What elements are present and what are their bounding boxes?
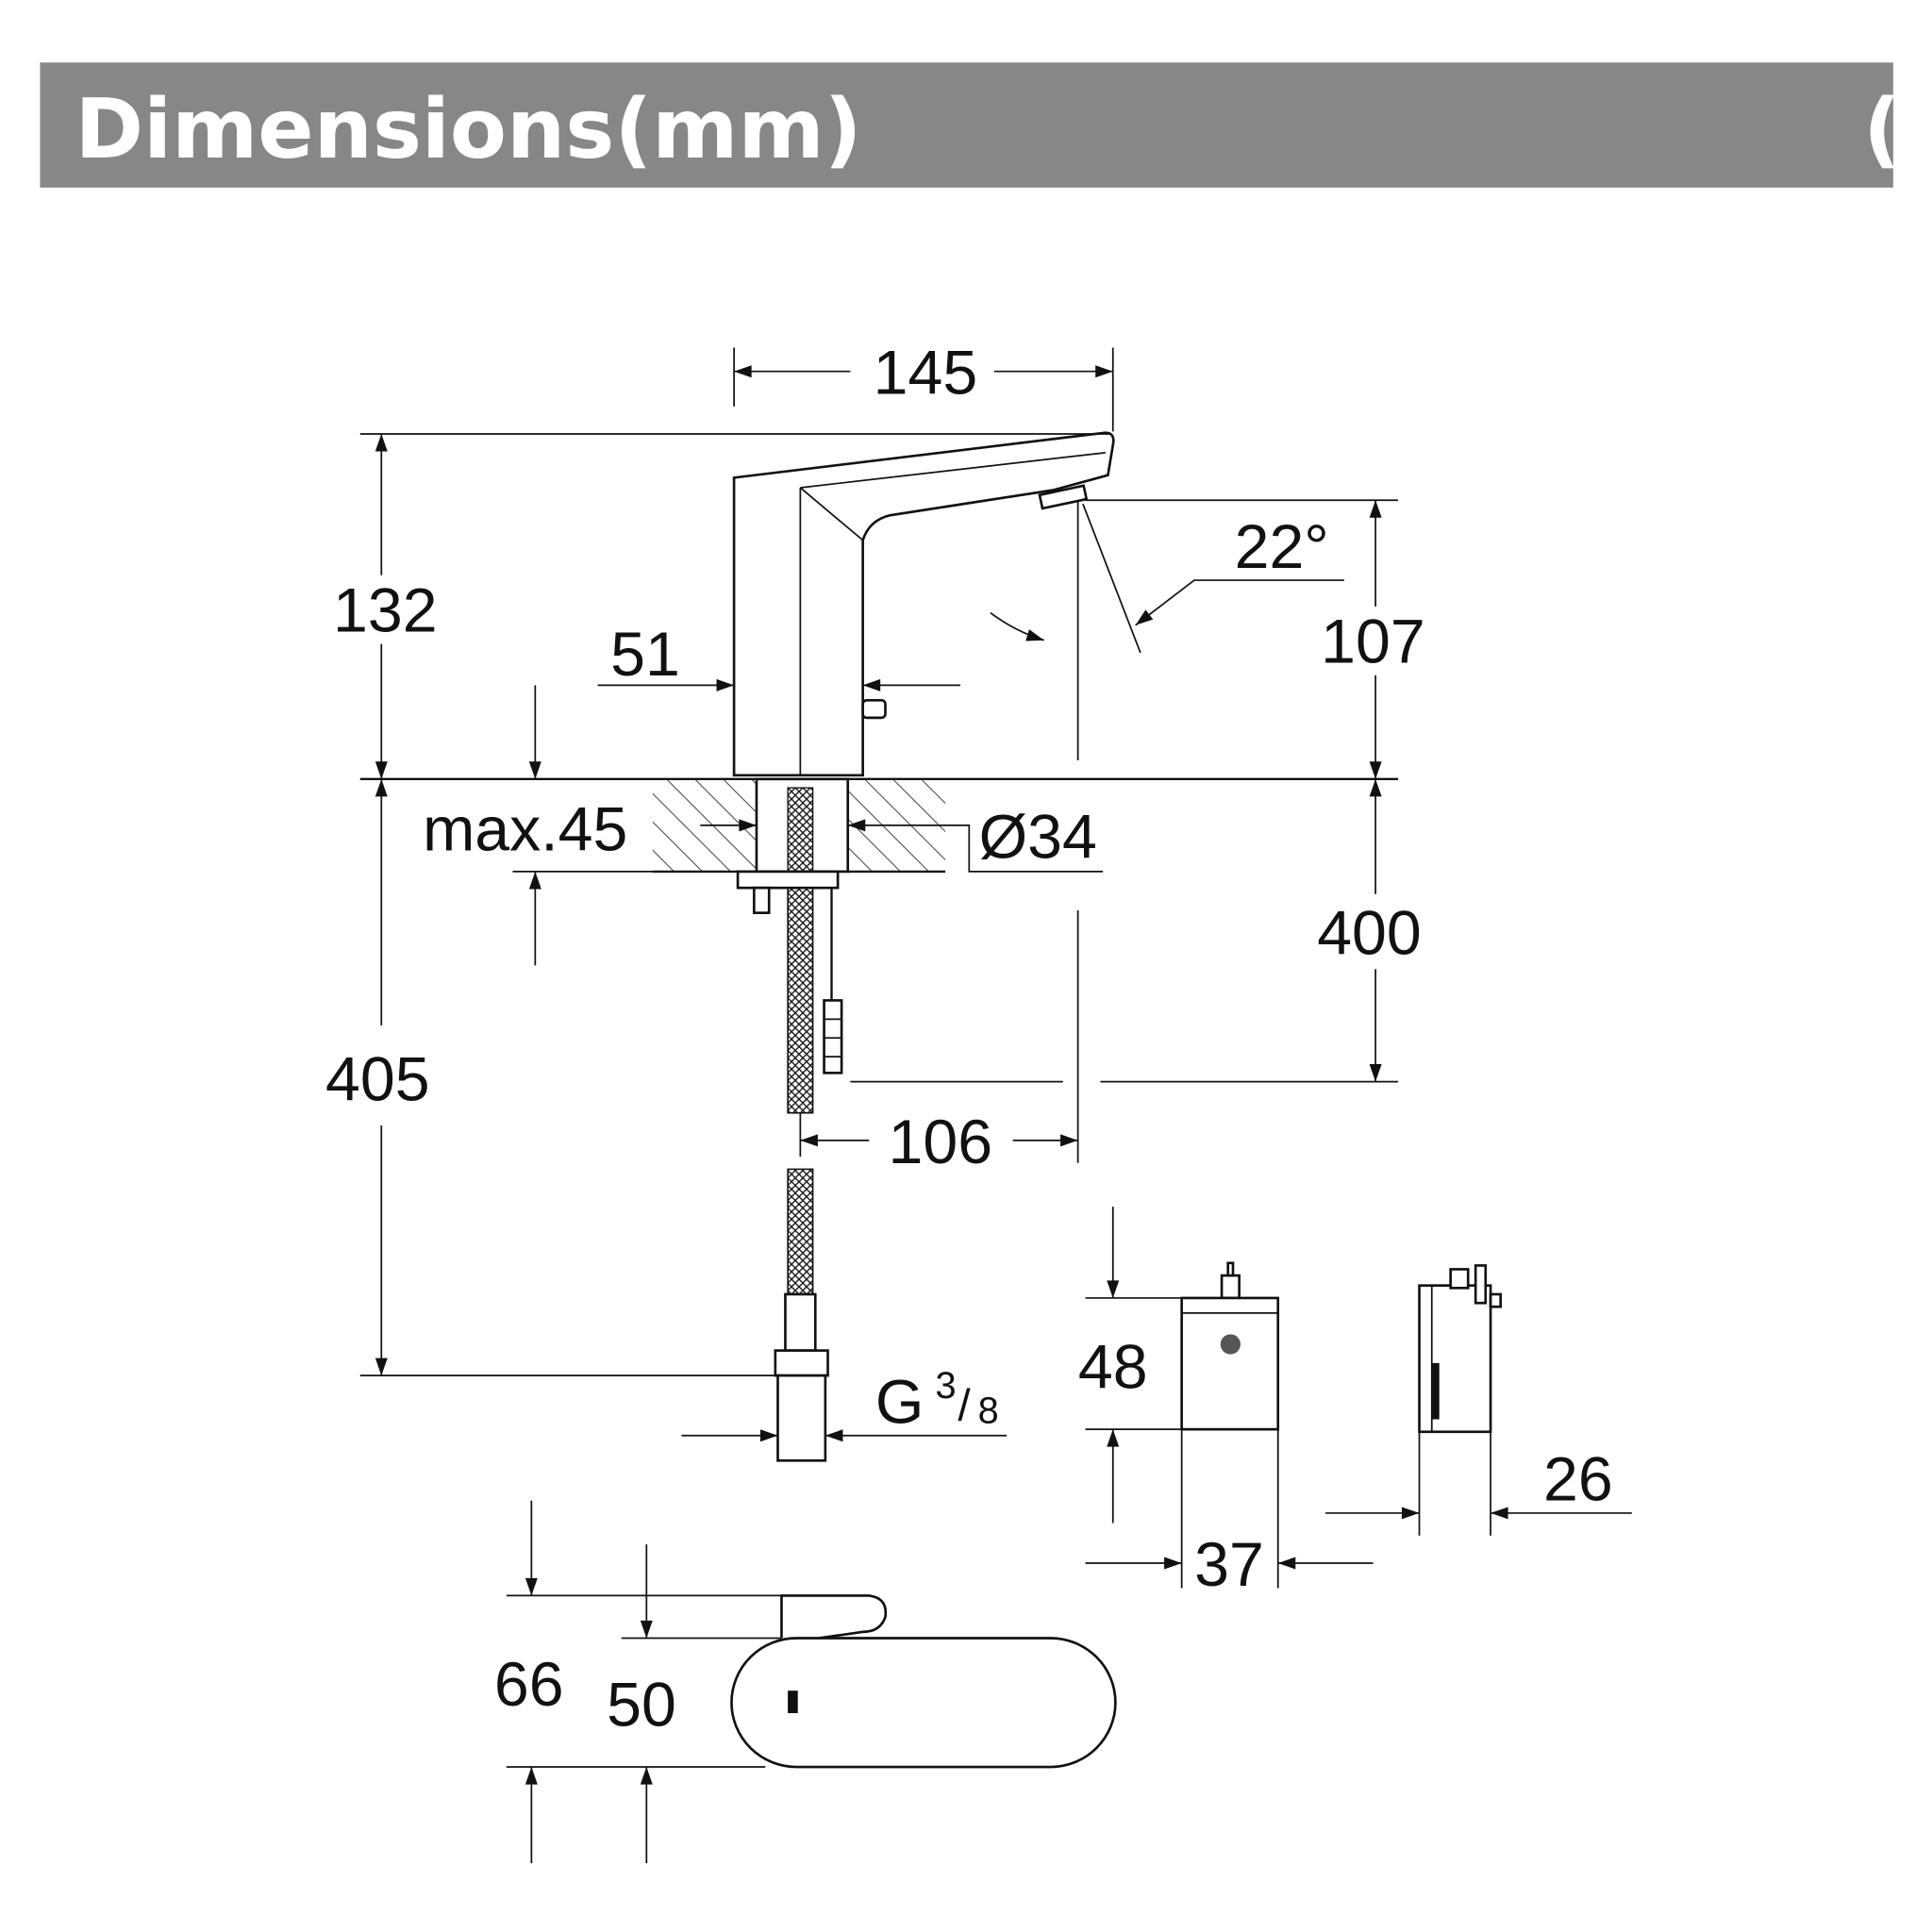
faucet-body bbox=[732, 431, 1115, 1462]
dim-26: 26 bbox=[1543, 1445, 1613, 1515]
dim-50: 50 bbox=[607, 1670, 676, 1740]
title-english: Dimensions(mm) bbox=[75, 81, 862, 177]
title-arabic: قیاسات (مم) bbox=[1863, 81, 1932, 178]
svg-text:3: 3 bbox=[936, 1365, 957, 1407]
logo-icon bbox=[1220, 1334, 1241, 1355]
aerator bbox=[1038, 484, 1089, 510]
svg-text:/: / bbox=[958, 1381, 971, 1431]
dim-400: 400 bbox=[1317, 898, 1422, 968]
dim-405: 405 bbox=[325, 1044, 430, 1114]
svg-text:G: G bbox=[875, 1367, 924, 1437]
dim-angle: 22° bbox=[1235, 512, 1329, 582]
dim-thread-g38: G 3 / 8 bbox=[875, 1365, 999, 1438]
header-bar: Dimensions(mm) قیاسات (مم) bbox=[40, 62, 1932, 188]
dim-66: 66 bbox=[494, 1650, 564, 1720]
faucet-top-view bbox=[730, 1594, 1117, 1769]
dim-48: 48 bbox=[1078, 1332, 1148, 1402]
cable-connector bbox=[823, 999, 843, 1074]
svg-text:8: 8 bbox=[978, 1390, 999, 1431]
hose bbox=[787, 887, 814, 1114]
dim-107: 107 bbox=[1321, 608, 1425, 677]
dim-max45: max.45 bbox=[423, 794, 627, 864]
dim-51: 51 bbox=[610, 620, 680, 690]
lever-icon bbox=[861, 698, 887, 720]
control-box-side bbox=[1418, 1264, 1503, 1434]
sensor-icon bbox=[788, 1690, 798, 1714]
dim-132: 132 bbox=[333, 575, 438, 645]
dim-145: 145 bbox=[874, 339, 978, 408]
dim-106: 106 bbox=[889, 1108, 993, 1177]
dim-37: 37 bbox=[1194, 1530, 1264, 1600]
control-box-front bbox=[1180, 1261, 1280, 1431]
dim-diameter-34: Ø34 bbox=[979, 802, 1097, 872]
